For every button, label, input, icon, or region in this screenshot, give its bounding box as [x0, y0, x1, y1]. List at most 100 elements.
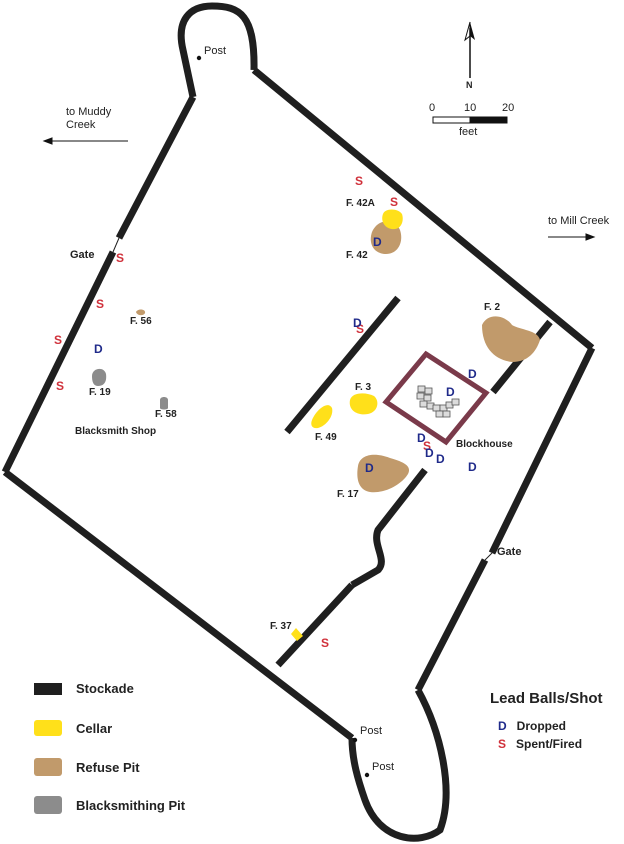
refuse-pit-f56: [136, 309, 146, 316]
stockade-east-wall-upper: [488, 346, 596, 555]
stone: [423, 394, 432, 402]
stockade-west-wall-upper: [115, 95, 197, 240]
north-label: N: [466, 80, 473, 90]
spent-marker: S: [355, 174, 364, 188]
dropped-marker: D: [353, 316, 362, 330]
east-arrow-icon: [585, 233, 596, 241]
feature-f42a-label: F. 42A: [346, 198, 375, 209]
spent-marker: S: [54, 333, 63, 347]
lead-legend-spent: S Spent/Fired: [498, 737, 582, 751]
post-bottom-1-label: Post: [360, 725, 383, 737]
scale-bar: [432, 116, 508, 124]
north-arrow-icon: [464, 21, 475, 78]
stone: [424, 387, 433, 395]
post-top-point: [196, 55, 202, 61]
feature-f3-label: F. 3: [355, 382, 372, 393]
feature-f2-label: F. 2: [484, 302, 501, 313]
feature-f19-label: F. 19: [89, 387, 111, 398]
legend-refuse-pit: Refuse Pit: [34, 758, 140, 776]
stockade-northeast-wall: [251, 67, 595, 351]
gate-east-gap: [484, 552, 493, 561]
spent-marker: S: [56, 379, 65, 393]
gate-west-gap: [112, 237, 120, 253]
cellar-f49: [311, 405, 333, 429]
dropped-marker: D: [468, 367, 477, 381]
scale-unit: feet: [459, 126, 478, 138]
lead-legend-spent-symbol: S: [498, 737, 507, 751]
stone: [417, 385, 426, 393]
feature-f37-label: F. 37: [270, 621, 292, 632]
lead-legend-dropped: D Dropped: [498, 719, 566, 733]
refuse-pit-f42: [370, 221, 402, 254]
spent-marker: S: [390, 195, 399, 209]
west-arrow-icon: [42, 137, 53, 145]
dropped-marker: D: [417, 431, 426, 445]
refuse-pit-f17: [357, 454, 410, 493]
legend-blacksmithing-pit-swatch: [34, 796, 62, 814]
post-bottom-2-point: [364, 772, 370, 778]
feature-f56-label: F. 56: [130, 316, 152, 327]
blacksmithing-pits: [92, 368, 168, 410]
lead-legend-dropped-label: Dropped: [516, 719, 567, 733]
blockhouse-label: Blockhouse: [456, 439, 513, 450]
dropped-marker: D: [94, 342, 103, 356]
stockade-south-bastion: [348, 688, 450, 842]
stone: [432, 404, 441, 412]
direction-arrows: [42, 137, 596, 241]
refuse-pits: [136, 221, 540, 493]
dropped-marker: D: [468, 460, 477, 474]
stone: [451, 398, 460, 406]
scale-tick-20: 20: [502, 102, 515, 114]
legend-cellar: Cellar: [34, 720, 112, 736]
inner-wall-south: [275, 582, 355, 668]
cellar-f37: [291, 628, 303, 641]
stone: [419, 400, 428, 408]
stone: [435, 410, 444, 418]
spent-marker: S: [321, 636, 330, 650]
feature-f58-label: F. 58: [155, 409, 177, 420]
cellar-f42a: [382, 209, 403, 230]
dropped-marker: D: [436, 452, 445, 466]
cellar-f3: [349, 393, 378, 415]
scale-tick-10: 10: [464, 102, 477, 114]
inner-wall-north: [284, 295, 401, 435]
blacksmith-pit-f19: [92, 368, 107, 386]
stockade-north-bastion: [177, 2, 258, 98]
cellars: [291, 209, 403, 641]
post-bottom-1-point: [352, 737, 358, 743]
direction-east-label: to Mill Creek: [548, 215, 610, 227]
legend-blacksmithing-pit-label: Blacksmithing Pit: [76, 797, 186, 813]
stone: [416, 392, 425, 400]
dropped-marker: D: [425, 446, 434, 460]
legend-cellar-swatch: [34, 720, 62, 736]
lead-legend-title: Lead Balls/Shot: [490, 690, 603, 707]
blacksmith-shop-label: Blacksmith Shop: [75, 426, 157, 437]
stone: [442, 410, 451, 418]
spent-marker: S: [423, 439, 432, 453]
spent-marker: S: [356, 322, 365, 336]
dropped-marker: D: [446, 385, 455, 399]
stockade-west-wall-lower: [1, 250, 117, 474]
refuse-pit-f2: [482, 316, 540, 362]
feature-f42-label: F. 42: [346, 250, 368, 261]
legend-refuse-pit-label: Refuse Pit: [76, 759, 140, 775]
direction-west-label: to Muddy Creek: [66, 106, 112, 131]
legend-stockade-label: Stockade: [76, 681, 134, 696]
dropped-marker: D: [365, 461, 374, 475]
legend-blacksmithing-pit: Blacksmithing Pit: [34, 796, 185, 814]
spent-marker: S: [96, 297, 105, 311]
post-top-label: Post: [204, 45, 227, 57]
legend-stockade-swatch: [34, 683, 62, 695]
stockade-walls: [1, 2, 596, 842]
feature-f49-label: F. 49: [315, 432, 337, 443]
lead-legend-spent-label: Spent/Fired: [516, 737, 583, 751]
blockhouse: [382, 350, 490, 446]
post-bottom-2-label: Post: [372, 761, 395, 773]
legend-stockade: Stockade: [34, 681, 134, 696]
blockhouse-foundation-stones: [416, 385, 460, 418]
spent-marker: S: [116, 251, 125, 265]
blacksmith-pit-f58: [160, 397, 168, 410]
inner-wall-middle: [350, 467, 428, 589]
legend-cellar-label: Cellar: [76, 720, 113, 736]
